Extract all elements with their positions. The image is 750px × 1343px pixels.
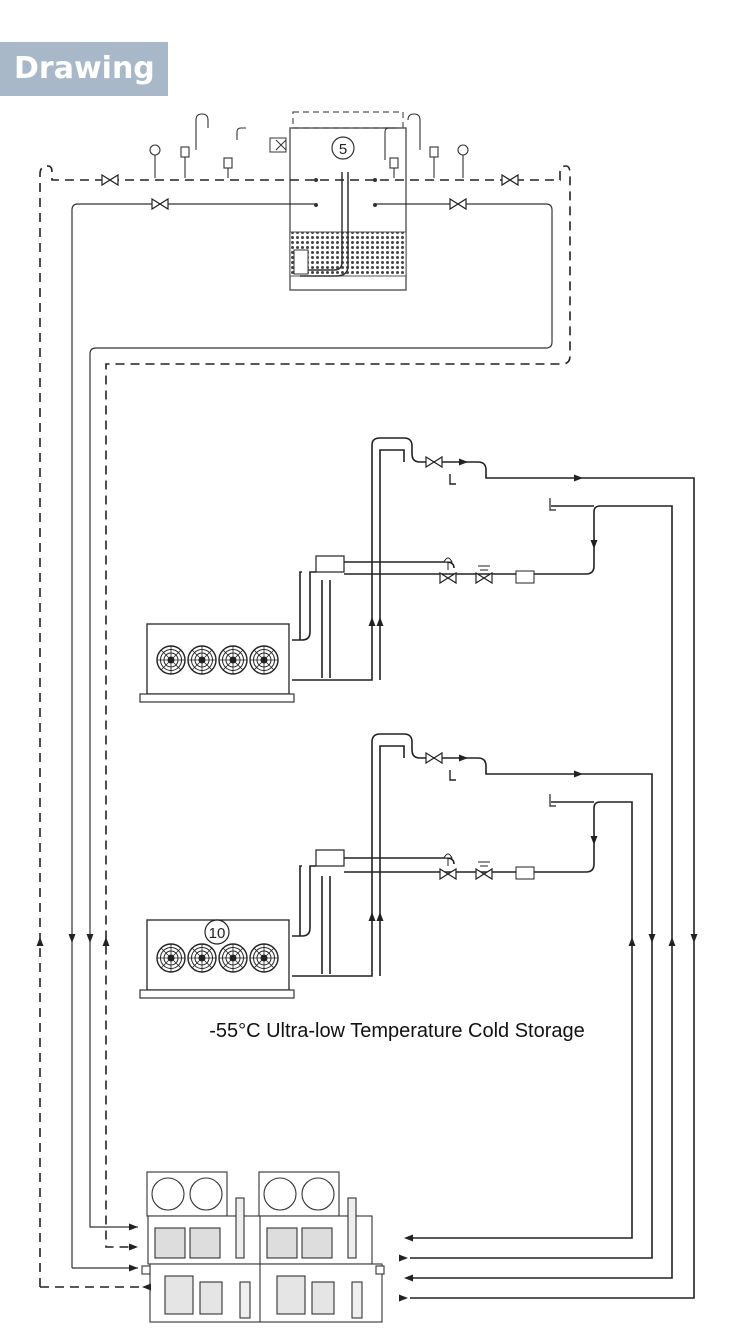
spring-lower (478, 861, 490, 867)
flow-arrow (590, 540, 598, 549)
condenser-water-return (39, 165, 571, 1288)
filter-upper (515, 570, 535, 584)
flow-arrow (648, 934, 656, 943)
diagram-caption: -55°C Ultra-low Temperature Cold Storage (209, 1020, 585, 1042)
filter-lower (515, 866, 535, 880)
flow-arrow (129, 1243, 138, 1251)
cooling-tower: 5 (269, 111, 407, 291)
flow-arrow (376, 617, 384, 626)
supply-valve-left (151, 198, 169, 210)
check-valve-lower (475, 868, 493, 880)
suction-valve-upper (425, 456, 443, 468)
header-valve-left (101, 174, 119, 186)
header-instruments (149, 113, 469, 178)
flow-arrow (459, 458, 468, 466)
flow-arrow (574, 474, 583, 482)
liquid-valve-lower (439, 868, 457, 880)
evaporator-upper-circuit (292, 437, 695, 1299)
flow-arrow (376, 912, 384, 921)
flow-arrow (404, 1234, 413, 1242)
expansion-valve-box-lower (315, 849, 345, 867)
supply-valve-right (449, 198, 467, 210)
condenser-water-supply (71, 203, 553, 1269)
section-tab-label: Drawing (14, 51, 155, 86)
flow-arrow (129, 1264, 138, 1272)
cooling-tower-marker-circle (331, 136, 355, 160)
flow-arrow (404, 1274, 413, 1282)
flow-arrow (36, 937, 44, 946)
flow-arrow (368, 617, 376, 626)
expansion-valve-box-upper (315, 555, 345, 573)
flow-arrow (628, 937, 636, 946)
compressor-rack (141, 1171, 385, 1323)
flow-arrow (668, 937, 676, 946)
section-tab: Drawing (0, 42, 168, 96)
evaporator-marker-circle (204, 919, 230, 945)
flow-arrow (129, 1223, 138, 1231)
flow-arrow (86, 934, 94, 943)
suction-valve-lower (425, 752, 443, 764)
flow-arrow (368, 912, 376, 921)
evaporator-marker: 10 (209, 925, 226, 942)
evaporator-lower-circuit (292, 733, 653, 1259)
cooling-tower-marker: 5 (339, 141, 347, 158)
flow-arrow (399, 1254, 408, 1262)
flow-arrow (68, 934, 76, 943)
flow-arrow (399, 1294, 408, 1302)
flow-arrow (690, 934, 698, 943)
flow-arrow (459, 754, 468, 762)
solenoid-lower (443, 853, 453, 866)
flow-arrow (590, 836, 598, 845)
flow-arrow (142, 1283, 151, 1291)
flow-arrow (102, 937, 110, 946)
evaporator-unit-upper (139, 623, 295, 703)
solenoid-upper (443, 557, 453, 570)
header-valve-right (501, 174, 519, 186)
spring-upper (478, 565, 490, 571)
flow-arrow (574, 770, 583, 778)
